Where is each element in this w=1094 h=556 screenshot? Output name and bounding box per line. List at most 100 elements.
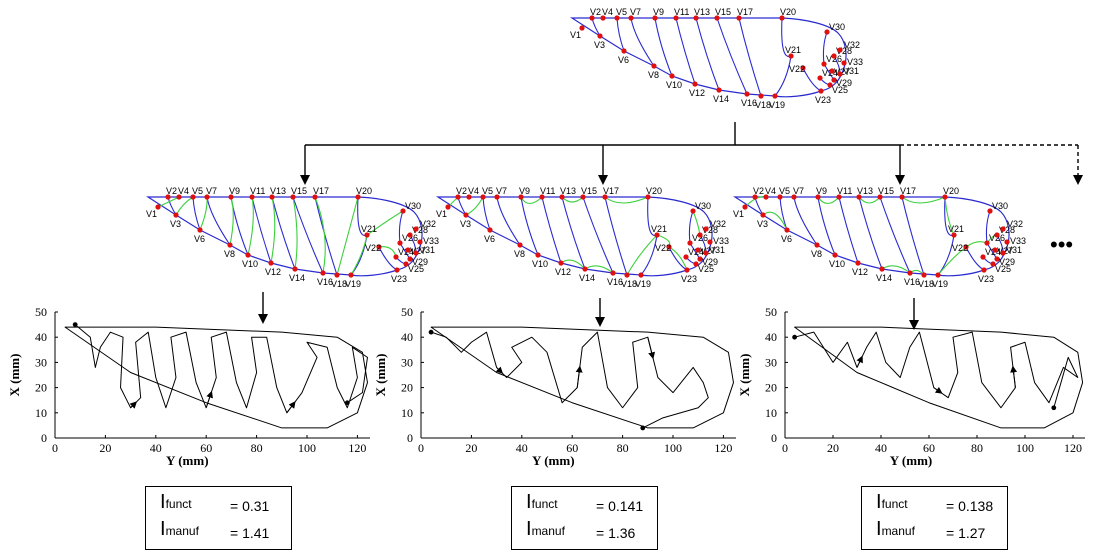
y-tick-label: 20 — [35, 381, 47, 395]
vertex-label-v25: V25 — [995, 264, 1011, 274]
vertex-dot-v25 — [827, 82, 833, 88]
blue-cut-line — [738, 17, 762, 97]
x-tick-label: 100 — [1016, 441, 1034, 455]
blue-cut-line — [496, 196, 521, 246]
metric-box-1: Ifunct = 0.31 Imanuf = 1.41 — [145, 486, 292, 550]
blue-cut-line — [520, 196, 539, 256]
vertex-label-v33: V33 — [847, 57, 863, 67]
vertex-label-v30: V30 — [695, 201, 711, 211]
vertex-label-v10: V10 — [532, 259, 548, 269]
direction-arrow — [933, 386, 943, 394]
vertex-label-v13: V13 — [560, 186, 576, 196]
vertex-label-v17: V17 — [603, 186, 619, 196]
green-cut-line — [336, 196, 359, 276]
blue-cut-line — [271, 196, 296, 270]
vertex-dot-v14 — [582, 266, 588, 272]
vertex-dot-v28 — [697, 232, 703, 238]
vertex-label-v6: V6 — [484, 234, 495, 244]
green-cut-line — [561, 196, 584, 203]
funct-symbol: I — [160, 491, 166, 513]
y-axis-label: X (mm) — [737, 354, 752, 397]
vertex-label-v3: V3 — [594, 40, 605, 50]
x-tick-label: 120 — [348, 441, 366, 455]
vertex-dot-v15 — [714, 15, 720, 21]
part-boundary — [430, 326, 734, 429]
vertex-label-v32: V32 — [420, 219, 436, 229]
vertex-dot-v28 — [994, 232, 1000, 238]
vertex-label-v17: V17 — [313, 186, 329, 196]
vertex-dot-v2 — [165, 194, 171, 200]
vertex-label-v1: V1 — [146, 209, 157, 219]
vertex-label-v32: V32 — [1007, 219, 1023, 229]
vertex-dot-v6 — [784, 227, 790, 233]
vertex-label-v20: V20 — [943, 186, 959, 196]
vertex-dot-v31 — [837, 71, 843, 77]
vertex-label-v16: V16 — [317, 277, 333, 287]
vertex-label-v5: V5 — [616, 7, 627, 17]
vertex-label-v31: V31 — [843, 66, 859, 76]
vertex-label-v32: V32 — [710, 219, 726, 229]
vertex-dot-v17 — [899, 194, 905, 200]
vertex-label-v33: V33 — [1010, 236, 1026, 246]
vertex-label-v6: V6 — [781, 234, 792, 244]
funct-value: = 0.141 — [596, 498, 644, 514]
vertex-label-v26: V26 — [826, 54, 842, 64]
vertex-label-v23: V23 — [391, 274, 407, 284]
vertex-dot-v33 — [417, 239, 423, 245]
wing-outline — [732, 196, 1010, 277]
green-cut-line — [937, 246, 967, 276]
x-tick-label: 20 — [827, 441, 839, 455]
vertex-dot-v9 — [228, 194, 234, 200]
vertex-dot-v12 — [855, 260, 861, 266]
vertex-dot-v2 — [455, 194, 461, 200]
part-boundary — [794, 326, 1084, 429]
green-cut-line — [292, 196, 298, 270]
vertex-label-v8: V8 — [811, 249, 822, 259]
manuf-subscript: manuf — [531, 524, 565, 538]
manuf-symbol: I — [526, 518, 532, 540]
y-tick-label: 10 — [765, 406, 777, 420]
direction-arrow — [205, 390, 213, 408]
manuf-symbol: I — [160, 518, 166, 540]
vertex-label-v27: V27 — [834, 67, 850, 77]
x-tick-label: 100 — [298, 441, 316, 455]
vertex-dot-v21 — [788, 53, 794, 59]
vertex-dot-v18 — [334, 272, 340, 278]
vertex-dot-v26 — [397, 240, 403, 246]
vertex-dot-v15 — [290, 194, 296, 200]
vertex-dot-v24 — [683, 254, 689, 260]
blue-cut-line — [541, 196, 562, 264]
y-tick-label: 10 — [35, 406, 47, 420]
blue-cut-line — [206, 196, 231, 246]
blue-cut-line — [292, 196, 324, 274]
vertex-label-v7: V7 — [793, 186, 804, 196]
vertex-dot-v5 — [480, 194, 486, 200]
wing-outline — [435, 196, 713, 277]
vertex-label-v9: V9 — [229, 186, 240, 196]
vertex-label-v18: V18 — [331, 279, 347, 289]
vertex-label-v24: V24 — [822, 68, 838, 78]
vertex-label-v30: V30 — [829, 22, 845, 32]
vertex-dot-v6 — [197, 227, 203, 233]
direction-arrow — [495, 366, 504, 374]
green-cut-line — [692, 210, 701, 236]
vertex-label-v1: V1 — [570, 30, 581, 40]
vertex-dot-v3 — [760, 212, 766, 218]
manuf-index-row: Imanuf = 1.41 — [160, 518, 269, 541]
vertex-label-v13: V13 — [694, 7, 710, 17]
vertex-label-v9: V9 — [816, 186, 827, 196]
vertex-label-v28: V28 — [999, 225, 1015, 235]
vertex-label-v21: V21 — [651, 224, 667, 234]
green-cut-line — [604, 196, 649, 204]
manuf-subscript: manuf — [881, 524, 915, 538]
y-tick-label: 30 — [765, 355, 777, 369]
vertex-label-v7: V7 — [206, 186, 217, 196]
manuf-symbol: I — [876, 518, 882, 540]
vertex-label-v21: V21 — [948, 224, 964, 234]
vertex-dot-v11 — [249, 194, 255, 200]
vertex-dot-v23 — [818, 88, 824, 94]
vertex-dot-v13 — [693, 15, 699, 21]
